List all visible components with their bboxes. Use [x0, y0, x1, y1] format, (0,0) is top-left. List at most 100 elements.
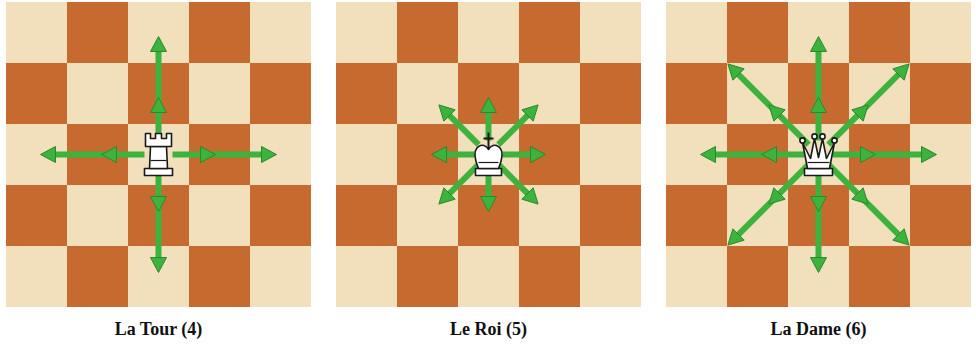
board-square	[910, 185, 971, 246]
arrow-head	[151, 37, 167, 52]
arrow-head	[811, 37, 827, 52]
piece-cross	[484, 138, 494, 140]
board-square	[336, 246, 397, 307]
move-arrows	[432, 98, 546, 212]
move-arrow	[816, 169, 822, 267]
board-square	[727, 246, 788, 307]
move-arrow	[156, 43, 162, 141]
board-square	[458, 246, 519, 307]
arrow-head	[852, 188, 868, 204]
arrow-head	[769, 188, 785, 204]
move-arrows	[41, 37, 277, 273]
board-square	[849, 246, 910, 307]
crown-ball	[832, 138, 837, 143]
board-square	[580, 2, 641, 63]
move-arrow	[707, 152, 805, 158]
move-arrow	[173, 152, 271, 158]
move-arrow	[828, 68, 904, 144]
board-square	[6, 185, 67, 246]
board-square	[250, 2, 311, 63]
board-square	[519, 185, 580, 246]
piece-caption: La Tour (4)	[115, 319, 203, 341]
board-square	[519, 2, 580, 63]
move-arrow	[828, 164, 904, 240]
arrow-head	[481, 98, 497, 113]
board-square	[666, 63, 727, 124]
board-square	[250, 63, 311, 124]
board-square	[336, 185, 397, 246]
arrow-head	[811, 98, 827, 113]
board-square	[458, 2, 519, 63]
board-square	[397, 185, 458, 246]
board-square	[910, 2, 971, 63]
move-arrow	[816, 43, 822, 141]
arrow-head	[439, 105, 455, 121]
arrow-head	[922, 147, 937, 163]
king-piece	[475, 133, 502, 176]
board-square	[250, 185, 311, 246]
board-square	[910, 246, 971, 307]
arrow-head	[151, 258, 167, 273]
board-square	[580, 185, 641, 246]
arrow-head	[151, 197, 167, 212]
piece-base	[145, 169, 173, 176]
board-square	[397, 246, 458, 307]
arrow-head	[852, 105, 868, 121]
board-square	[580, 63, 641, 124]
board-square	[67, 2, 128, 63]
board-square	[6, 246, 67, 307]
arrow-head	[728, 64, 744, 80]
board-square	[189, 2, 250, 63]
arrow-head	[522, 188, 538, 204]
piece-caption: Le Roi (5)	[450, 319, 527, 341]
arrow-head	[861, 147, 876, 163]
board-square	[250, 246, 311, 307]
arrow-head	[102, 147, 117, 163]
arrow-head	[762, 147, 777, 163]
board-square	[727, 2, 788, 63]
arrow-head	[201, 147, 216, 163]
arrow-head	[769, 105, 785, 121]
piece-base	[805, 169, 833, 176]
piece-base	[476, 169, 502, 176]
board-square	[519, 246, 580, 307]
arrow-head	[811, 258, 827, 273]
arrow-head	[701, 147, 716, 163]
piece-line	[479, 162, 499, 163]
move-arrow	[156, 169, 162, 267]
board-square	[6, 63, 67, 124]
arrow-head	[41, 147, 56, 163]
arrow-head	[262, 147, 277, 163]
move-arrow	[732, 68, 808, 144]
arrow-head	[439, 188, 455, 204]
piece-line	[808, 162, 830, 163]
piece-caption: La Dame (6)	[771, 319, 867, 341]
arrow-head	[893, 64, 909, 80]
board-square	[336, 124, 397, 185]
chess-board	[666, 2, 971, 307]
board-square	[666, 185, 727, 246]
chess-board	[336, 2, 641, 307]
board-square	[67, 63, 128, 124]
move-arrow	[833, 152, 931, 158]
board-square	[6, 2, 67, 63]
crown-ball	[800, 138, 805, 143]
board-square	[67, 185, 128, 246]
board-square	[666, 246, 727, 307]
board-square	[336, 2, 397, 63]
board-square	[397, 63, 458, 124]
board-square	[666, 2, 727, 63]
board-square	[580, 246, 641, 307]
rook-piece	[145, 134, 173, 176]
arrow-head	[151, 98, 167, 113]
board-square	[519, 63, 580, 124]
piece-top	[146, 134, 172, 147]
arrow-head	[481, 197, 497, 212]
board-square	[910, 63, 971, 124]
board-square	[849, 2, 910, 63]
queen-piece	[800, 134, 837, 176]
move-arrow	[47, 152, 145, 158]
board-square	[397, 2, 458, 63]
board-square	[189, 246, 250, 307]
